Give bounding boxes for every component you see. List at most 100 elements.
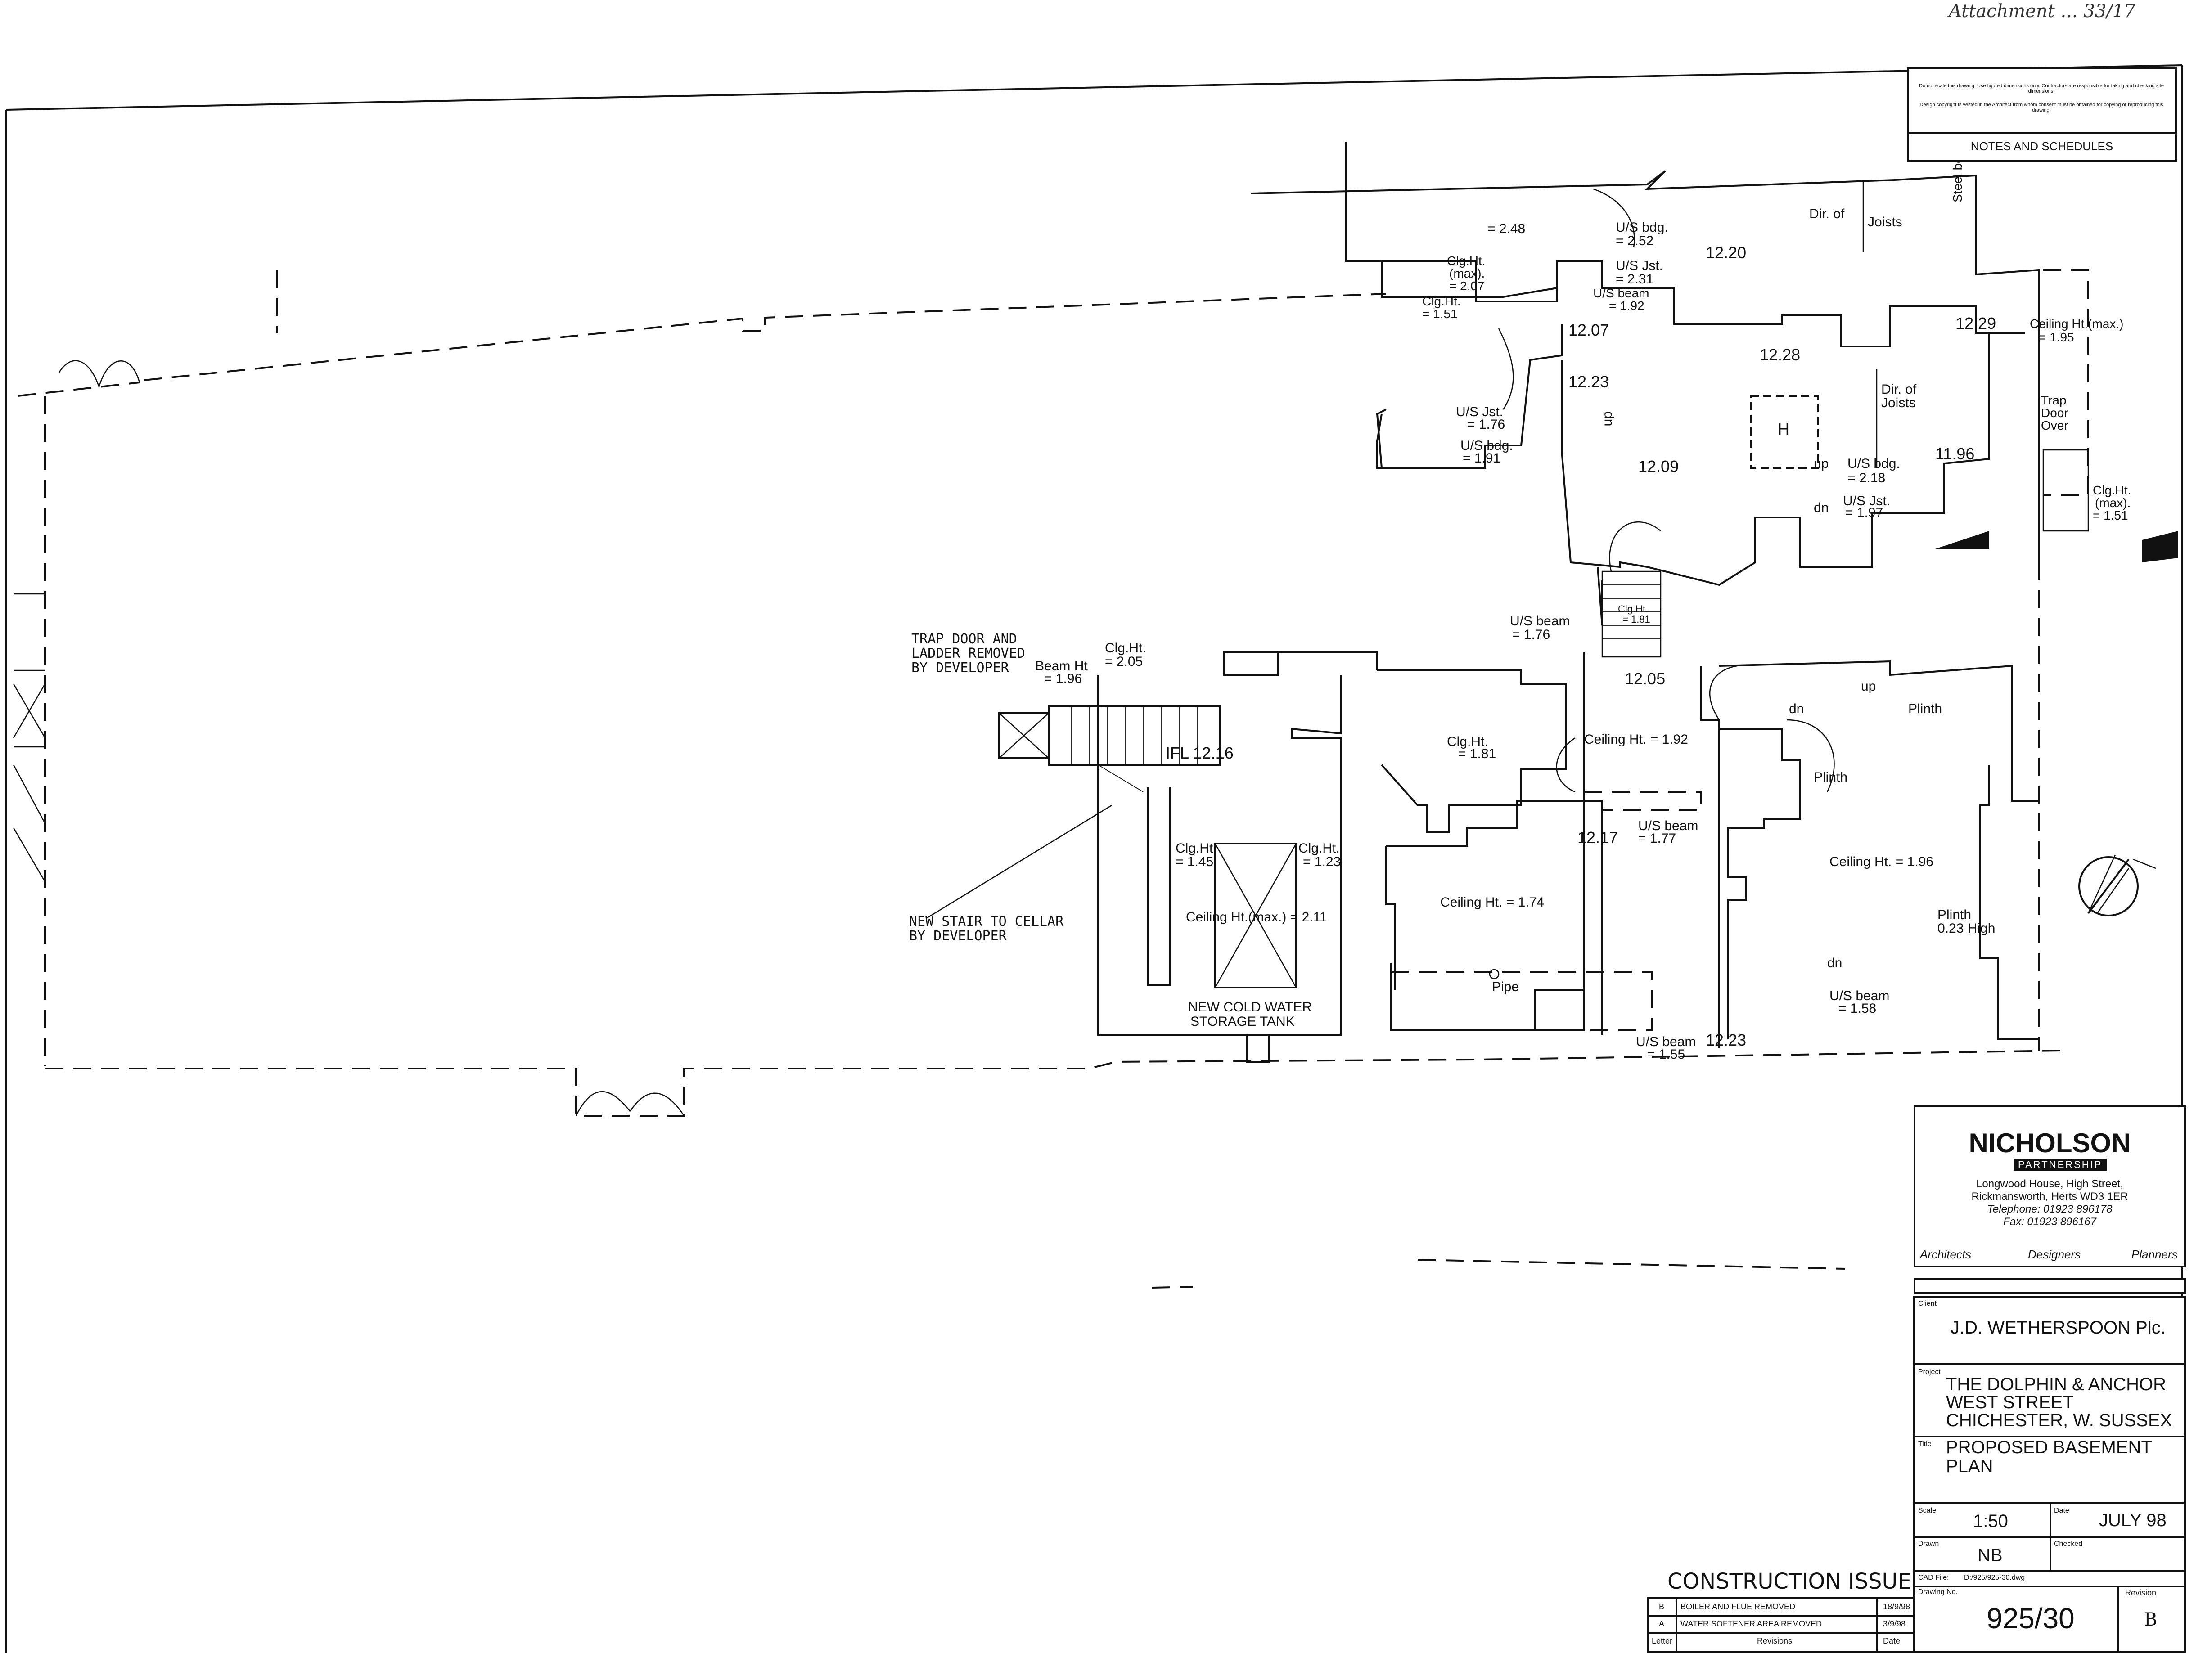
building-outline-west-top xyxy=(18,382,140,397)
passage-stair xyxy=(1601,570,1662,658)
label-usjst-197a: U/S Jst. xyxy=(1843,494,1891,508)
label-trap-note-1: TRAP DOOR AND xyxy=(911,631,1017,647)
date-label: Date xyxy=(2054,1507,2069,1514)
label-clg-145b: = 1.45 xyxy=(1176,854,1214,869)
label-usbeam-158b: = 1.58 xyxy=(1838,1001,1877,1016)
label-usjst-197b: = 1.97 xyxy=(1845,505,1883,520)
label-usbdg-252a: U/S bdg. xyxy=(1616,220,1668,235)
drawing-title-1: PROPOSED BASEMENT xyxy=(1946,1437,2152,1457)
label-1228: 12.28 xyxy=(1760,346,1801,364)
drawing-no-value: 925/30 xyxy=(1987,1602,2075,1635)
drawn-value: NB xyxy=(1978,1545,2003,1565)
label-dir-joists-1: Dir. of xyxy=(1809,207,1845,221)
cad-divider xyxy=(1915,1586,2184,1587)
tank-outlet xyxy=(1246,1034,1270,1063)
label-usbdg-191b: = 1.91 xyxy=(1463,451,1501,466)
hatched-wall-b xyxy=(1935,531,1989,549)
label-pipe: Pipe xyxy=(1492,979,1519,994)
firm-block: NICHOLSON PARTNERSHIP Longwood House, Hi… xyxy=(1914,1105,2186,1267)
drawing-no-label: Drawing No. xyxy=(1918,1588,1958,1596)
label-plinth-d: 0.23 High xyxy=(1937,921,1996,936)
door-swing-plinth xyxy=(1786,719,1835,792)
upper-left-room xyxy=(1376,324,1563,469)
revisions-table: B BOILER AND FLUE REMOVED 18/9/98 A WATE… xyxy=(1647,1597,1915,1653)
upper-wall-left xyxy=(1381,261,1558,298)
rev-col-sep-1 xyxy=(1676,1599,1677,1651)
corridor-wall-right xyxy=(1700,666,1720,1048)
trap-door-over xyxy=(2042,449,2089,532)
label-usbeam-155a: U/S beam xyxy=(1636,1034,1696,1049)
label-dir-joists-4: Joists xyxy=(1881,395,1916,410)
hr-dash xyxy=(1152,1286,1193,1289)
tank-inner-wall xyxy=(1147,787,1171,986)
room-181-wall xyxy=(1377,669,1567,833)
label-clg-181d: = 1.81 xyxy=(1458,746,1496,761)
revision-col-revisions: Revisions xyxy=(1757,1636,1793,1645)
door-swing-room xyxy=(1556,737,1576,793)
revision-row-a-text: WATER SOFTENER AREA REMOVED xyxy=(1680,1619,1822,1628)
firm-telephone: Telephone: 01923 896178 xyxy=(1987,1203,2113,1215)
room-174-wall xyxy=(1386,800,1585,1031)
label-beam-ht-1: Beam Ht xyxy=(1035,659,1088,674)
rev-row-divider-2 xyxy=(1649,1632,1913,1634)
client-divider xyxy=(1915,1363,2184,1365)
notes-disclaimer-2: Design copyright is vested in the Archit… xyxy=(1919,102,2163,113)
room-196-wall xyxy=(1719,660,2039,802)
label-1205: 12.05 xyxy=(1625,669,1666,688)
label-clg-181c: Clg.Ht. xyxy=(1447,734,1488,749)
notes-heading: NOTES AND SCHEDULES xyxy=(1970,139,2113,153)
label-new-stair-2: BY DEVELOPER xyxy=(909,928,1007,944)
label-up-c: up xyxy=(1861,679,1876,694)
revision-col-date: Date xyxy=(1883,1636,1901,1645)
upper-room-main xyxy=(1561,333,1990,586)
revisions-heading: CONSTRUCTION ISSUE xyxy=(1667,1569,1911,1594)
west-upper-jag xyxy=(1376,409,1387,468)
label-clg-151a: Clg.Ht. xyxy=(1422,294,1461,308)
room-181-wall-top xyxy=(1229,651,1378,670)
label-dir-joists-2: Joists xyxy=(1868,215,1902,229)
label-ceiling-196: Ceiling Ht. = 1.96 xyxy=(1829,854,1933,869)
label-ceiling-192: Ceiling Ht. = 1.92 xyxy=(1584,732,1688,747)
label-ceiling-max-b: = 1.95 xyxy=(2039,330,2074,344)
rev-row-divider-1 xyxy=(1649,1615,1913,1617)
label-1196: 11.96 xyxy=(1935,445,1975,463)
stair-room-wall xyxy=(1097,675,1342,1036)
label-dn-a: dn xyxy=(1814,500,1829,515)
label-plinth-a: Plinth xyxy=(1908,701,1942,716)
label-new-stair-1: NEW STAIR TO CELLAR xyxy=(909,914,1064,930)
drawn-divider xyxy=(1915,1570,2184,1572)
revision-row-b-date: 18/9/98 xyxy=(1883,1602,1910,1611)
scale-label: Scale xyxy=(1918,1507,1937,1514)
cad-value: D:/925/925-30.dwg xyxy=(1964,1574,2025,1581)
title-label: Title xyxy=(1918,1440,1932,1448)
firm-role-designers: Designers xyxy=(2028,1248,2081,1261)
label-usjst-231b: = 2.31 xyxy=(1616,272,1654,287)
label-clg-151c: Clg.Ht. xyxy=(2093,483,2131,497)
door-swing-center xyxy=(1609,521,1661,572)
label-clg-max-a: Clg.Ht. xyxy=(1447,254,1486,268)
label-dn-b: dn xyxy=(1789,701,1804,716)
west-entrance-door xyxy=(58,360,140,387)
room-196-right xyxy=(1979,765,2039,1040)
label-usjst-231a: U/S Jst. xyxy=(1616,258,1663,273)
dashed-rule xyxy=(1417,1259,1846,1270)
label-up-b: up xyxy=(1814,456,1829,471)
revision-row-b-letter: B xyxy=(1659,1602,1665,1611)
checked-label: Checked xyxy=(2054,1540,2083,1548)
label-1217: 12.17 xyxy=(1577,828,1618,847)
label-1220: 12.20 xyxy=(1706,243,1747,262)
label-usbdg-191a: U/S bdg. xyxy=(1460,438,1513,453)
label-up-a: up xyxy=(1599,411,1615,427)
firm-sub: PARTNERSHIP xyxy=(2014,1159,2107,1171)
door-swing-right xyxy=(1709,665,1738,720)
building-outline-south xyxy=(45,1050,2062,1117)
label-beam-ht-2: = 1.96 xyxy=(1044,671,1082,686)
label-clg-151e: = 1.51 xyxy=(2093,508,2128,522)
label-usjst-176a: U/S Jst. xyxy=(1456,404,1504,419)
label-trap-note-3: BY DEVELOPER xyxy=(911,660,1009,676)
corridor-wall-left xyxy=(1583,652,1603,1035)
revision-label: Revision xyxy=(2125,1588,2157,1597)
label-ifl: IFL 12.16 xyxy=(1166,744,1234,762)
